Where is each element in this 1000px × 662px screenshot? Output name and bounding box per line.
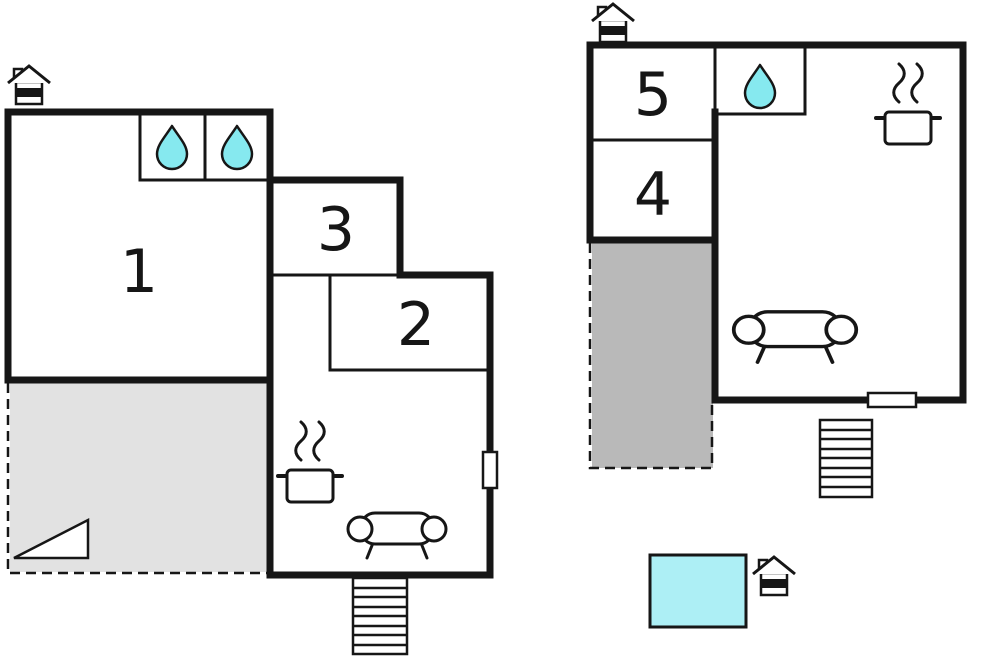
exterior-walls-right	[586, 41, 967, 404]
stairs-treads	[353, 586, 407, 647]
unit-right: 5 4	[586, 2, 967, 629]
water-drop-icon	[220, 124, 254, 171]
unit-left: 1 3 2	[4, 64, 499, 656]
interior-partitions-left	[138, 110, 492, 372]
stairs-treads	[820, 428, 872, 489]
room-5-label: 5	[634, 60, 672, 130]
terrace-right	[592, 242, 713, 468]
chimney-icon	[751, 555, 797, 597]
interior-partitions-right	[588, 43, 807, 142]
window-icon	[481, 450, 499, 490]
terrace-right-dashed-border	[588, 243, 714, 470]
chimney-icon	[6, 64, 52, 106]
pool	[648, 553, 748, 629]
room-3-label: 3	[317, 195, 355, 265]
stove-icon	[276, 420, 344, 504]
stairs-left	[351, 576, 409, 656]
stove-icon	[874, 62, 942, 146]
chimney-icon	[590, 2, 636, 44]
sofa-icon	[731, 309, 859, 365]
window-icon	[866, 391, 918, 409]
room-4-label: 4	[634, 160, 672, 230]
sofa-icon	[346, 511, 448, 560]
exterior-walls-left	[4, 108, 494, 579]
room-2-label: 2	[397, 290, 435, 360]
water-drop-icon	[155, 124, 189, 171]
stairs-right	[818, 418, 874, 499]
ramp-icon	[13, 517, 90, 560]
room-1-label: 1	[120, 237, 158, 307]
water-drop-icon	[743, 63, 777, 110]
